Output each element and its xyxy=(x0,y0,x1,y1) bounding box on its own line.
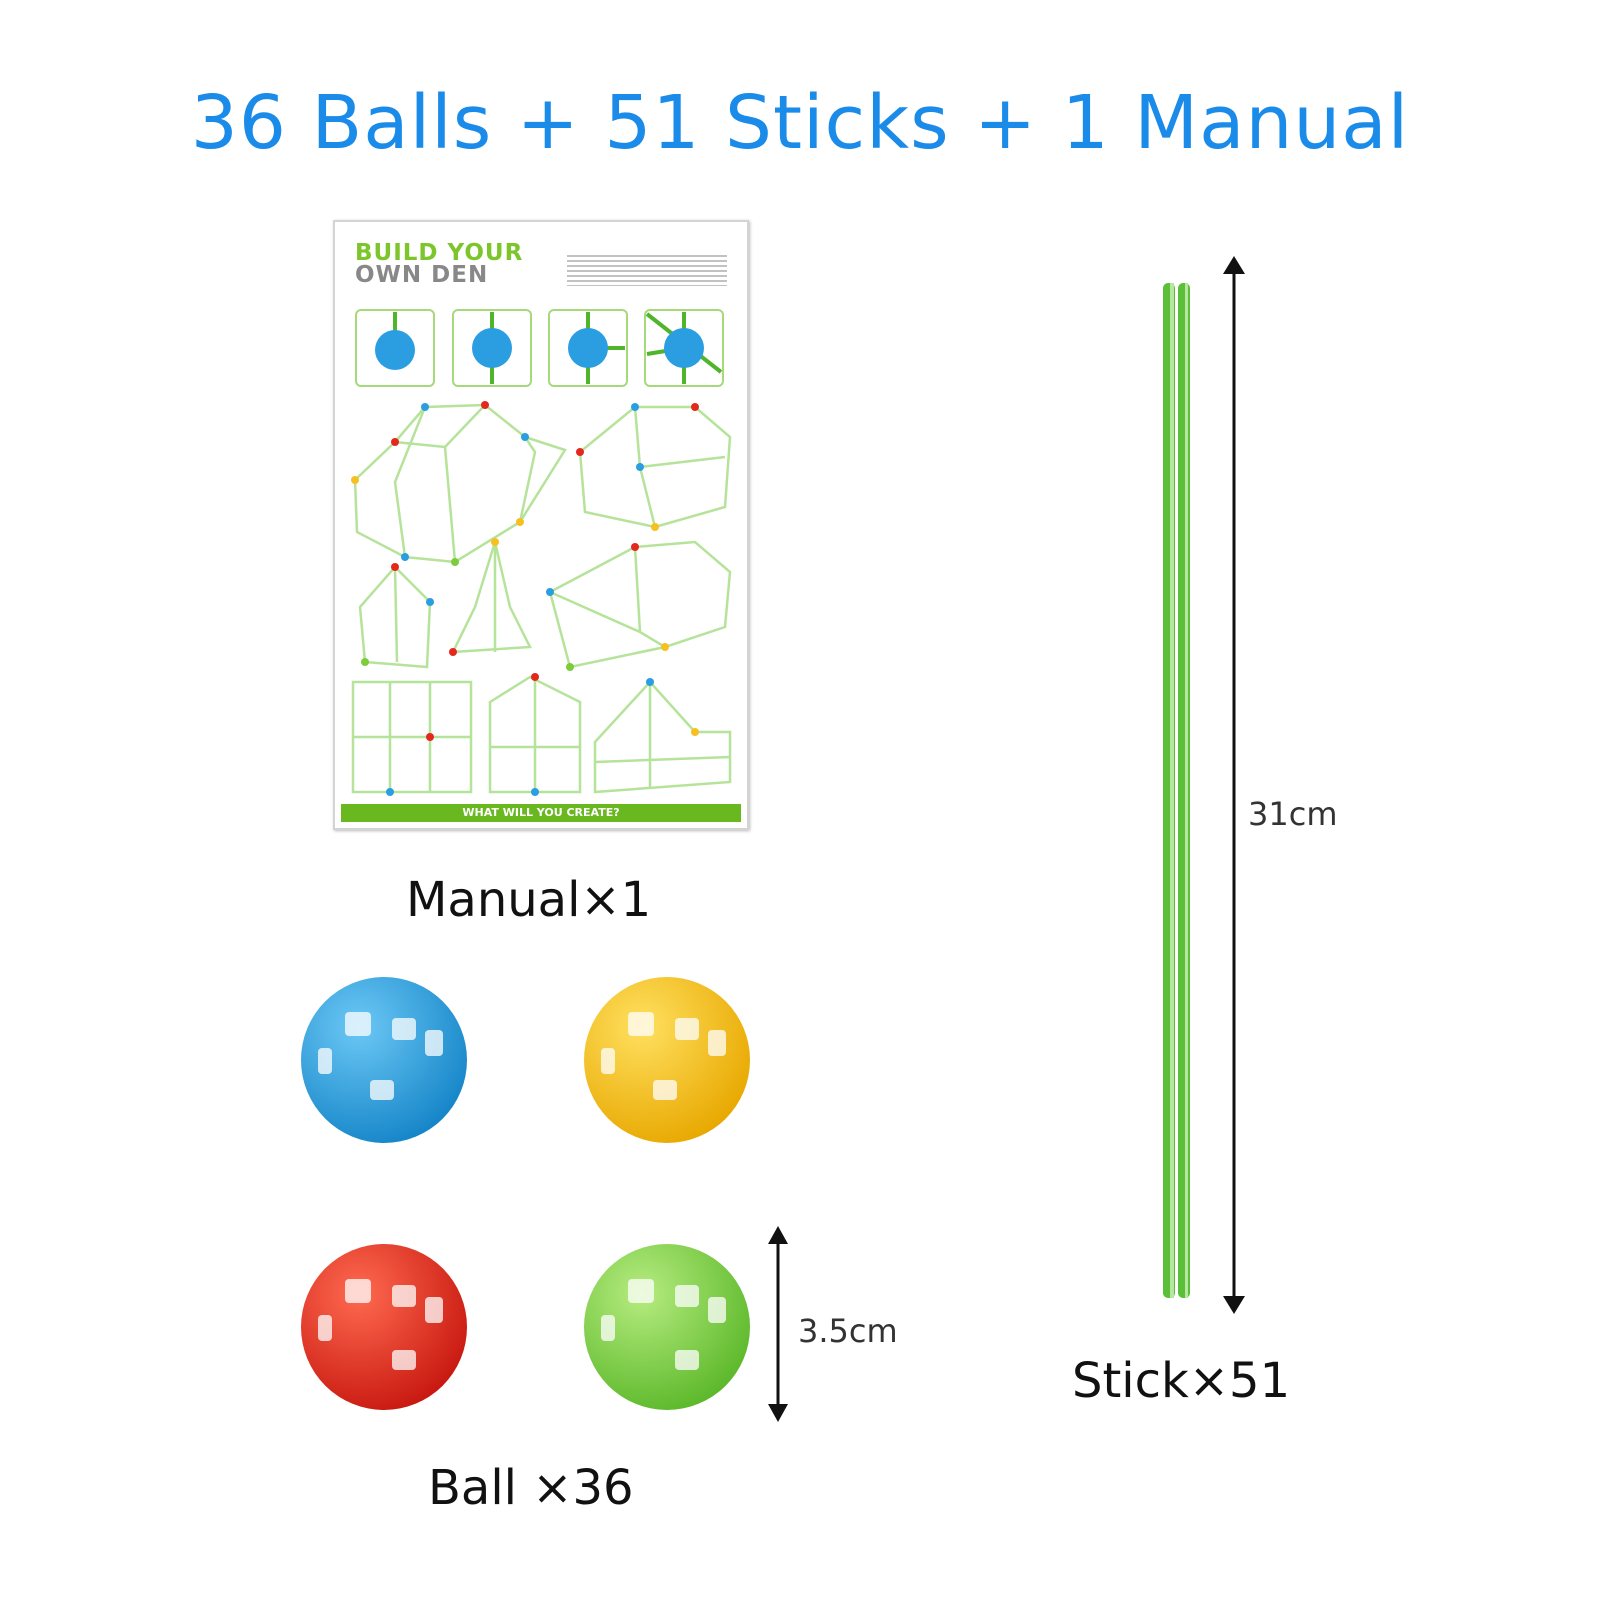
manual-image: BUILD YOUR OWN DEN xyxy=(333,220,749,830)
ball-red xyxy=(301,1244,467,1410)
manual-heading-line2: OWN DEN xyxy=(355,262,489,288)
page-title: 36 Balls + 51 Sticks + 1 Manual xyxy=(190,80,1410,166)
manual-heading-line1: BUILD YOUR xyxy=(355,240,524,266)
ball-size-label: 3.5cm xyxy=(798,1312,898,1350)
ball-size-arrow xyxy=(768,1226,788,1422)
manual-footer: WHAT WILL YOU CREATE? xyxy=(341,804,741,822)
ball-label: Ball ×36 xyxy=(428,1460,634,1516)
stick-length-label: 31cm xyxy=(1248,795,1338,833)
manual-illustrations xyxy=(351,309,732,796)
ball-green xyxy=(584,1244,750,1410)
ball-holes xyxy=(318,1012,726,1370)
ball-blue xyxy=(301,977,467,1143)
manual-description xyxy=(567,252,727,286)
stick-label: Stick×51 xyxy=(1072,1353,1291,1409)
ball-yellow xyxy=(584,977,750,1143)
stick-length-arrow xyxy=(1223,256,1245,1314)
stick xyxy=(1163,283,1190,1298)
manual-label: Manual×1 xyxy=(406,872,652,928)
